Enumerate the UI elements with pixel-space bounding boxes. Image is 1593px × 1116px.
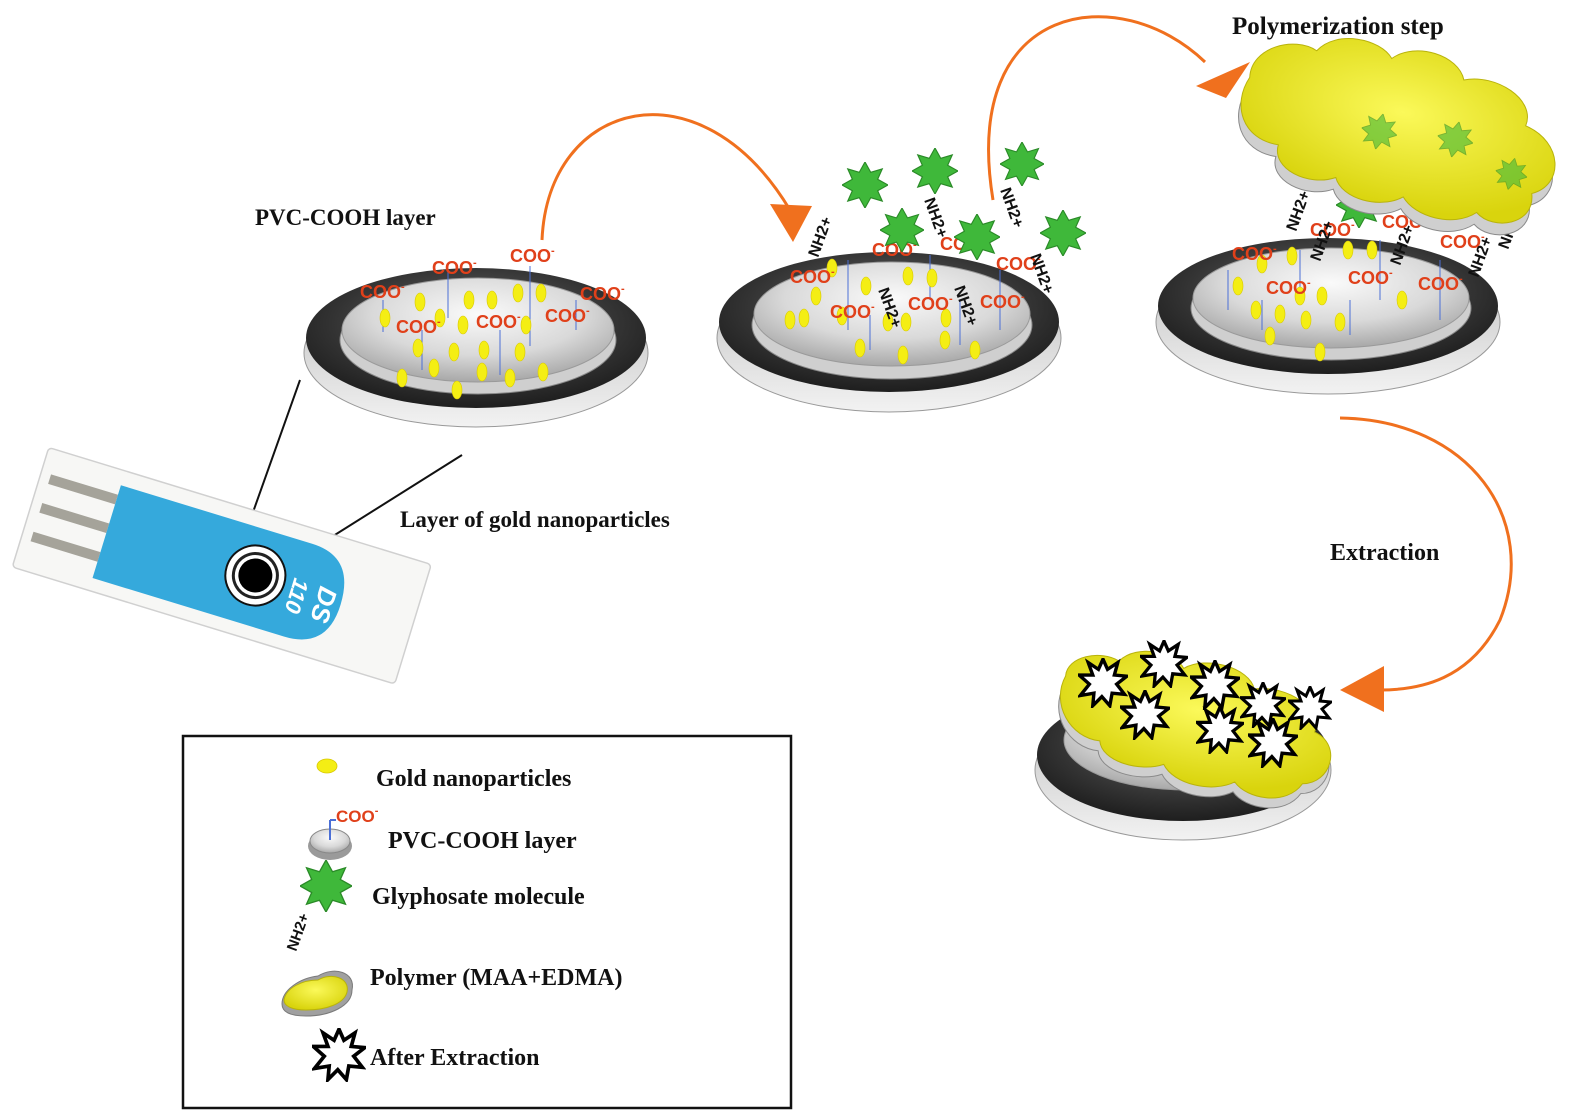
svg-text:COO-: COO- <box>908 293 953 314</box>
arrow-step1 <box>540 113 792 241</box>
arrow-step2-head <box>1196 62 1250 98</box>
svg-text:Glyphosate molecule: Glyphosate molecule <box>372 884 585 910</box>
arrow-step1-head <box>770 204 812 242</box>
glyphosate-molecule-icon <box>300 860 352 912</box>
svg-text:COO-: COO- <box>1232 243 1277 264</box>
svg-text:NH2+: NH2+ <box>920 196 950 241</box>
legend-item-glyphosate: Glyphosate molecule <box>300 860 585 912</box>
svg-text:NH2+: NH2+ <box>806 215 836 260</box>
svg-text:COO-: COO- <box>1440 231 1485 252</box>
gold-nanoparticles-1 <box>379 283 549 400</box>
polymer-layer-cloud <box>1238 38 1556 236</box>
svg-text:COO-: COO- <box>360 281 405 302</box>
legend-item-gold: Gold nanoparticles <box>316 758 571 792</box>
svg-text:COO-: COO- <box>1348 267 1393 288</box>
gold-nanoparticles-2 <box>784 258 981 365</box>
gold-layer-label: Layer of gold nanoparticles <box>400 507 670 532</box>
svg-text:COO-: COO- <box>980 291 1025 312</box>
svg-text:COO-: COO- <box>432 257 477 278</box>
pvc-layer-label: PVC-COOH layer <box>255 205 436 230</box>
arrow-extraction-head <box>1340 666 1384 712</box>
gold-nanoparticle-icon <box>316 758 338 774</box>
arrow-step2 <box>987 15 1207 201</box>
electrode-disc-1: COO- COO- COO- COO- COO- COO- COO- <box>303 245 649 428</box>
svg-text:PVC-COOH layer: PVC-COOH layer <box>388 828 577 854</box>
svg-text:COO-: COO- <box>476 311 521 332</box>
svg-text:Gold nanoparticles: Gold nanoparticles <box>376 766 571 792</box>
process-arrows <box>540 15 1513 712</box>
svg-text:COO-: COO- <box>1266 277 1311 298</box>
legend-item-pvc: COO- PVC-COOH layer <box>308 805 577 860</box>
svg-text:COO-: COO- <box>336 805 379 826</box>
pvc-cooh-layer-icon: COO- <box>308 805 379 860</box>
extraction-label: Extraction <box>1330 540 1439 566</box>
svg-text:COO-: COO- <box>580 283 625 304</box>
screen-printed-electrode: DS 110 <box>12 447 432 684</box>
electrode-disc-final <box>1034 640 1332 841</box>
arrow-extraction <box>1339 416 1513 692</box>
svg-text:COO-: COO- <box>396 316 441 337</box>
legend-item-after-extraction: After Extraction <box>312 1028 540 1082</box>
svg-text:After Extraction: After Extraction <box>370 1045 540 1071</box>
coo-labels-1: COO- COO- COO- COO- COO- COO- COO- <box>360 245 625 337</box>
svg-text:COO-: COO- <box>996 253 1041 274</box>
electrode-disc-2: COO- COO- COO- COO- COO- COO- COO- NH2+ … <box>716 142 1086 413</box>
svg-text:COO-: COO- <box>790 266 835 287</box>
svg-text:COO-: COO- <box>545 305 590 326</box>
electrode-disc-3: COO- COO- COO- COO- COO- COO- COO- NH2+ … <box>1155 122 1526 395</box>
svg-text:COO-: COO- <box>1310 219 1355 240</box>
svg-text:Polymer (MAA+EDMA): Polymer (MAA+EDMA) <box>370 965 623 991</box>
svg-text:COO-: COO- <box>510 245 555 266</box>
gold-nanoparticles-3 <box>1232 240 1408 362</box>
coo-labels-3: COO- COO- COO- COO- COO- COO- COO- <box>1232 211 1485 298</box>
svg-text:COO-: COO- <box>830 301 875 322</box>
polymerization-step-label: Polymerization step <box>1232 13 1444 40</box>
svg-text:NH2+: NH2+ <box>996 186 1026 231</box>
legend-box: Gold nanoparticles COO- PVC-COOH layer G… <box>181 734 793 1110</box>
svg-text:COO-: COO- <box>1418 273 1463 294</box>
